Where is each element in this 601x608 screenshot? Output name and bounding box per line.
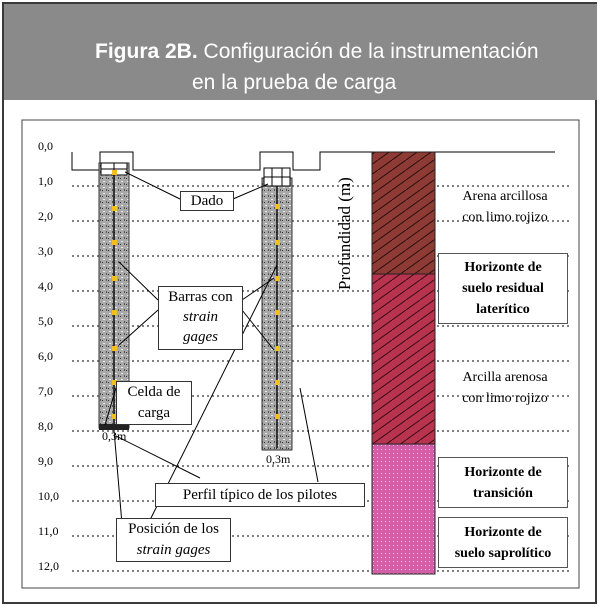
soil-box-line: suelo saprolítico bbox=[454, 546, 552, 561]
label-celda-de-carga: Celda de carga bbox=[116, 381, 192, 425]
label-barras-line2: strain bbox=[182, 309, 218, 325]
load-cell bbox=[99, 424, 129, 430]
label-dado: Dado bbox=[180, 191, 234, 211]
label-perfil-pilotes: Perfil típico de los pilotes bbox=[155, 483, 365, 507]
leader-lines bbox=[104, 171, 319, 525]
depth-label: 3,0 bbox=[38, 244, 53, 258]
depth-label: 8,0 bbox=[38, 419, 53, 433]
depth-label: 10,0 bbox=[38, 489, 59, 503]
depth-label: 12,0 bbox=[38, 559, 59, 573]
depth-label: 4,0 bbox=[38, 279, 53, 293]
strain-gages-pile-2 bbox=[275, 204, 280, 419]
soil-box-line: Horizonte de bbox=[464, 260, 542, 275]
depth-label: 5,0 bbox=[38, 314, 53, 328]
label-posicion-line2: strain gages bbox=[136, 542, 211, 558]
y-axis-label: Profundidad (m) bbox=[335, 177, 354, 290]
depth-label: 0,0 bbox=[38, 139, 53, 153]
soil-layer-arena-arcillosa bbox=[371, 151, 436, 275]
figure-title-line2: en la prueba de carga bbox=[192, 71, 397, 94]
soil-box-line: laterítico bbox=[476, 302, 530, 317]
soil-box-line: Horizonte de bbox=[464, 465, 542, 480]
dimension-pile-2: 0,3m bbox=[266, 452, 291, 466]
label-barras-line1: Barras con bbox=[168, 289, 233, 305]
figure-header: Figura 2B. Configuración de la instrumen… bbox=[4, 4, 597, 100]
label-celda-line2: carga bbox=[137, 405, 171, 421]
depth-label: 1,0 bbox=[38, 174, 53, 188]
strain-gages-pile-1 bbox=[112, 170, 117, 419]
label-barras-strain-gages: Barras con strain gages bbox=[158, 286, 243, 350]
label-celda-line1: Celda de bbox=[127, 384, 181, 400]
soil-desc-line: con limo rojizo bbox=[462, 391, 548, 406]
diagram-border bbox=[21, 119, 580, 589]
soil-box-line: Horizonte de bbox=[464, 525, 542, 540]
label-barras-line3: gages bbox=[183, 329, 218, 345]
soil-box-saprolitico: Horizonte de suelo saprolítico bbox=[438, 517, 568, 568]
ground-line bbox=[71, 151, 555, 171]
soil-box-line: transición bbox=[473, 486, 533, 501]
depth-label: 11,0 bbox=[38, 524, 59, 538]
label-posicion-line1: Posición de los bbox=[128, 521, 219, 537]
soil-layer-saprolite bbox=[371, 443, 436, 575]
depth-label: 2,0 bbox=[38, 209, 53, 223]
soil-box-residual-lateritico: Horizonte de suelo residual laterítico bbox=[438, 253, 568, 324]
soil-box-line: suelo residual bbox=[462, 281, 544, 296]
depth-label: 7,0 bbox=[38, 384, 53, 398]
label-posicion-strain-gages: Posición de los strain gages bbox=[116, 518, 231, 562]
soil-desc-arena-arcillosa: Arena arcillosa con limo rojizo bbox=[440, 186, 570, 228]
soil-desc-line: Arcilla arenosa bbox=[462, 370, 548, 385]
soil-desc-line: con limo rojizo bbox=[462, 210, 548, 225]
soil-layer-laterite bbox=[371, 273, 436, 445]
soil-desc-line: Arena arcillosa bbox=[462, 189, 548, 204]
figure-title: Figura 2B. Configuración de la instrumen… bbox=[95, 40, 539, 63]
depth-label: 9,0 bbox=[38, 454, 53, 468]
depth-label: 6,0 bbox=[38, 349, 53, 363]
dimension-pile-1: 0,3m bbox=[102, 429, 127, 443]
soil-desc-arcilla-arenosa: Arcilla arenosa con limo rojizo bbox=[440, 367, 570, 409]
soil-box-transicion: Horizonte de transición bbox=[438, 457, 568, 508]
